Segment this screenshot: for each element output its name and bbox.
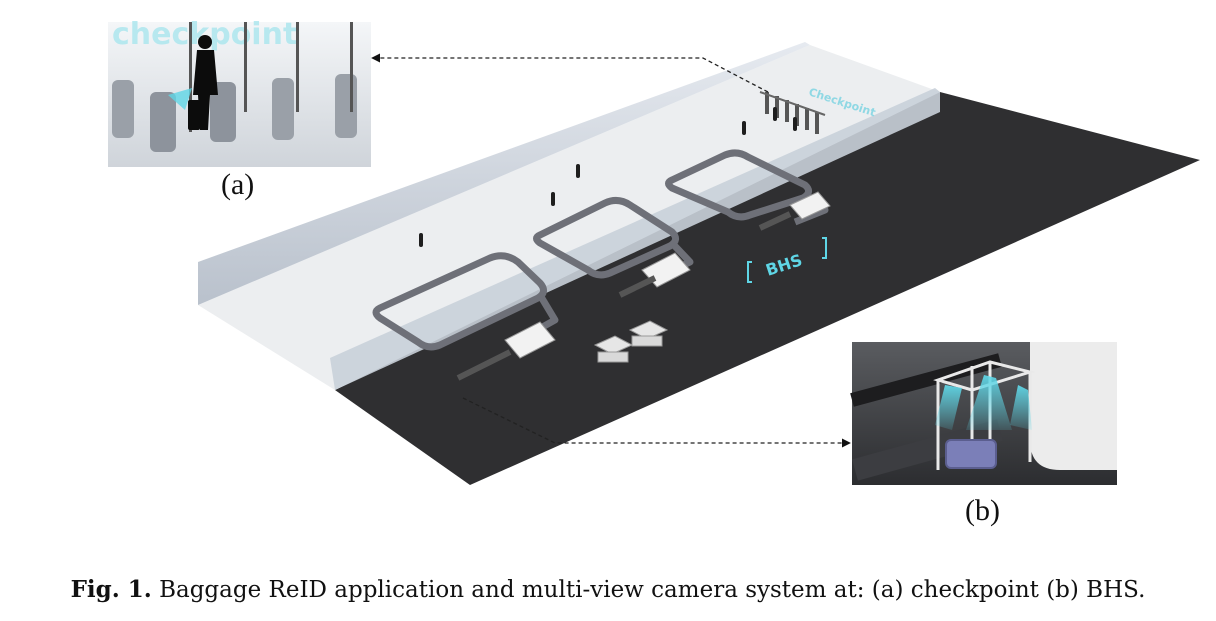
inset-b-camera-beam-right [1010,385,1032,430]
screening-units [456,191,831,381]
inset-a-gates [112,22,357,152]
airport-scene: Checkpoint [198,42,1200,485]
inset-a-label: (a) [221,168,255,201]
passenger-figures [419,107,797,247]
terminal-back-wall [198,42,810,305]
inset-b-suitcase [945,439,997,469]
figure-caption: Fig. 1. Baggage ReID application and mul… [0,576,1216,603]
inset-a-checkpoint: checkpoint [108,17,371,167]
inset-b-camera-beam-center [966,375,1012,430]
caption-prefix: Fig. 1. [70,576,152,603]
bhs-floor [335,92,1200,485]
inset-b-label: (b) [965,494,1000,527]
inset-b-bhs [850,342,1117,485]
divider-wall [330,88,940,390]
figure-illustration: Checkpoint [108,17,1200,485]
caption-text: Baggage ReID application and multi-view … [159,577,1146,603]
checkpoint-gates [759,91,826,134]
inset-a-camera-beam [168,88,192,110]
inset-b-camera-beam-left [935,385,962,430]
inset-a-passenger-silhouette [188,35,218,130]
baggage-carts [593,320,669,363]
leader-arrow-a [371,53,769,93]
